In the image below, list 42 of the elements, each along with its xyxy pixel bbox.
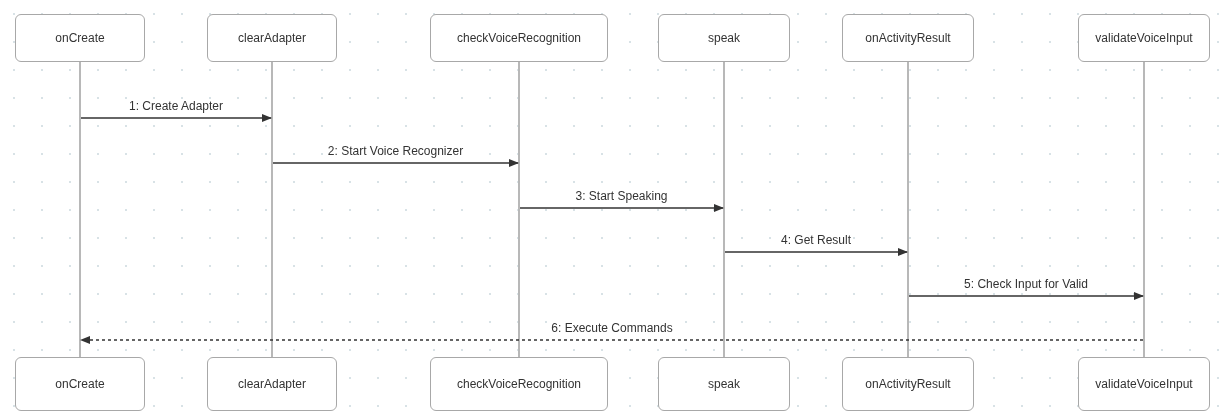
participant-box <box>207 14 337 62</box>
participant-box <box>1078 357 1210 411</box>
lifeline <box>1143 62 1145 357</box>
message-arrow <box>80 114 272 122</box>
edge-label: 2: Start Voice Recognizer <box>325 144 466 158</box>
message-arrow <box>272 159 519 167</box>
edge-label: 1: Create Adapter <box>126 99 226 113</box>
participant-name: onCreate <box>55 377 105 391</box>
participant-name: clearAdapter <box>237 377 306 391</box>
lifeline <box>907 62 909 357</box>
lifeline <box>723 62 725 357</box>
participant-box <box>430 357 608 411</box>
edge-label: 3: Start Speaking <box>573 189 670 203</box>
message-arrow <box>80 336 1144 344</box>
message-arrow <box>908 292 1144 300</box>
message-arrow <box>519 204 724 212</box>
participant-name: speak <box>708 31 740 45</box>
message-arrow <box>724 248 908 256</box>
participant-box <box>15 14 145 62</box>
participant-box <box>1078 14 1210 62</box>
participant-box <box>207 357 337 411</box>
participant-box <box>430 14 608 62</box>
participant-name: checkVoiceRecognition <box>456 31 582 45</box>
participant-name: validateVoiceInput <box>1095 31 1193 45</box>
participant-name: onActivityResult <box>865 31 951 45</box>
participant-name: validateVoiceInput <box>1095 377 1193 391</box>
participant-box <box>658 14 790 62</box>
lifeline <box>271 62 273 357</box>
participant-box <box>842 357 974 411</box>
participant-name: checkVoiceRecognition <box>456 377 582 391</box>
participant-box <box>842 14 974 62</box>
participant-name: clearAdapter <box>237 31 306 45</box>
lifeline <box>518 62 520 357</box>
edge-label: 5: Check Input for Valid <box>962 277 1090 291</box>
lifeline <box>79 62 81 357</box>
edge-label: 6: Execute Commands <box>549 321 675 335</box>
participant-name: onActivityResult <box>865 377 951 391</box>
participant-box <box>15 357 145 411</box>
participant-box <box>658 357 790 411</box>
participant-name: onCreate <box>55 31 105 45</box>
edge-label: 4: Get Result <box>779 233 853 247</box>
participant-name: speak <box>708 377 740 391</box>
